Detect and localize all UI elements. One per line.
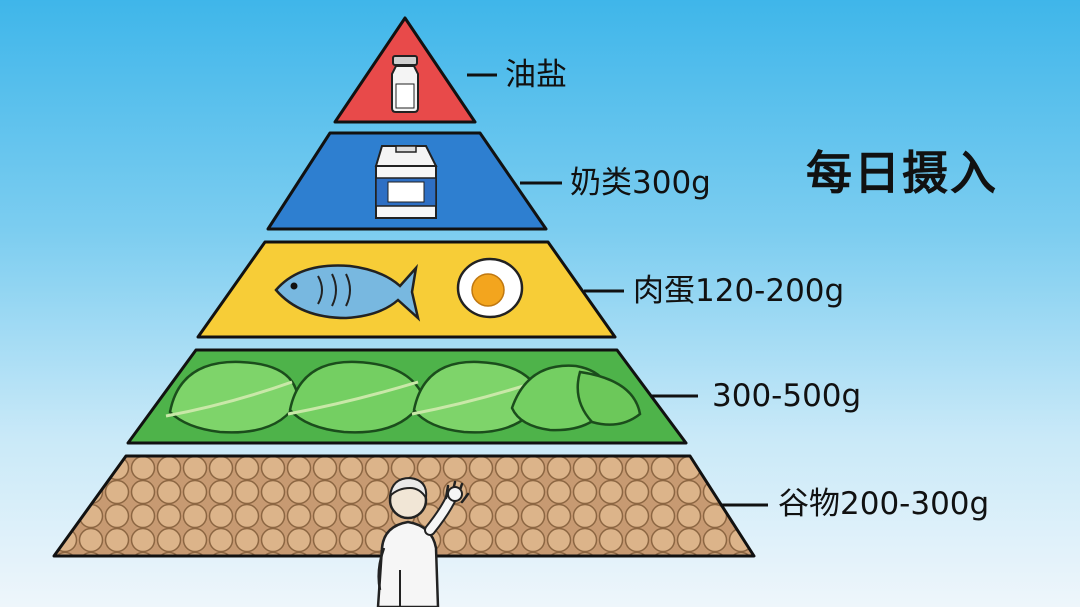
milk-carton-icon [374,145,438,219]
fish-icon [274,263,421,322]
tier-label-meat-egg: 肉蛋120-200g [633,273,845,309]
tier-label-oil-salt: 油盐 [505,57,567,93]
elderly-person-waving-icon [376,476,470,607]
egg-icon [456,257,524,319]
tier-oil-salt [333,16,497,124]
tier-label-dairy: 奶类300g [570,165,711,201]
leafy-vegetables-icon [165,360,642,434]
bottle-icon [391,55,419,113]
diagram-title: 每日摄入 [806,146,998,200]
tier-vegetables [126,348,698,445]
tier-dairy [266,131,562,231]
tier-label-vegetables: 300-500g [712,378,862,414]
tier-label-grains: 谷物200-300g [778,486,990,522]
tier-meat-egg [196,240,624,339]
